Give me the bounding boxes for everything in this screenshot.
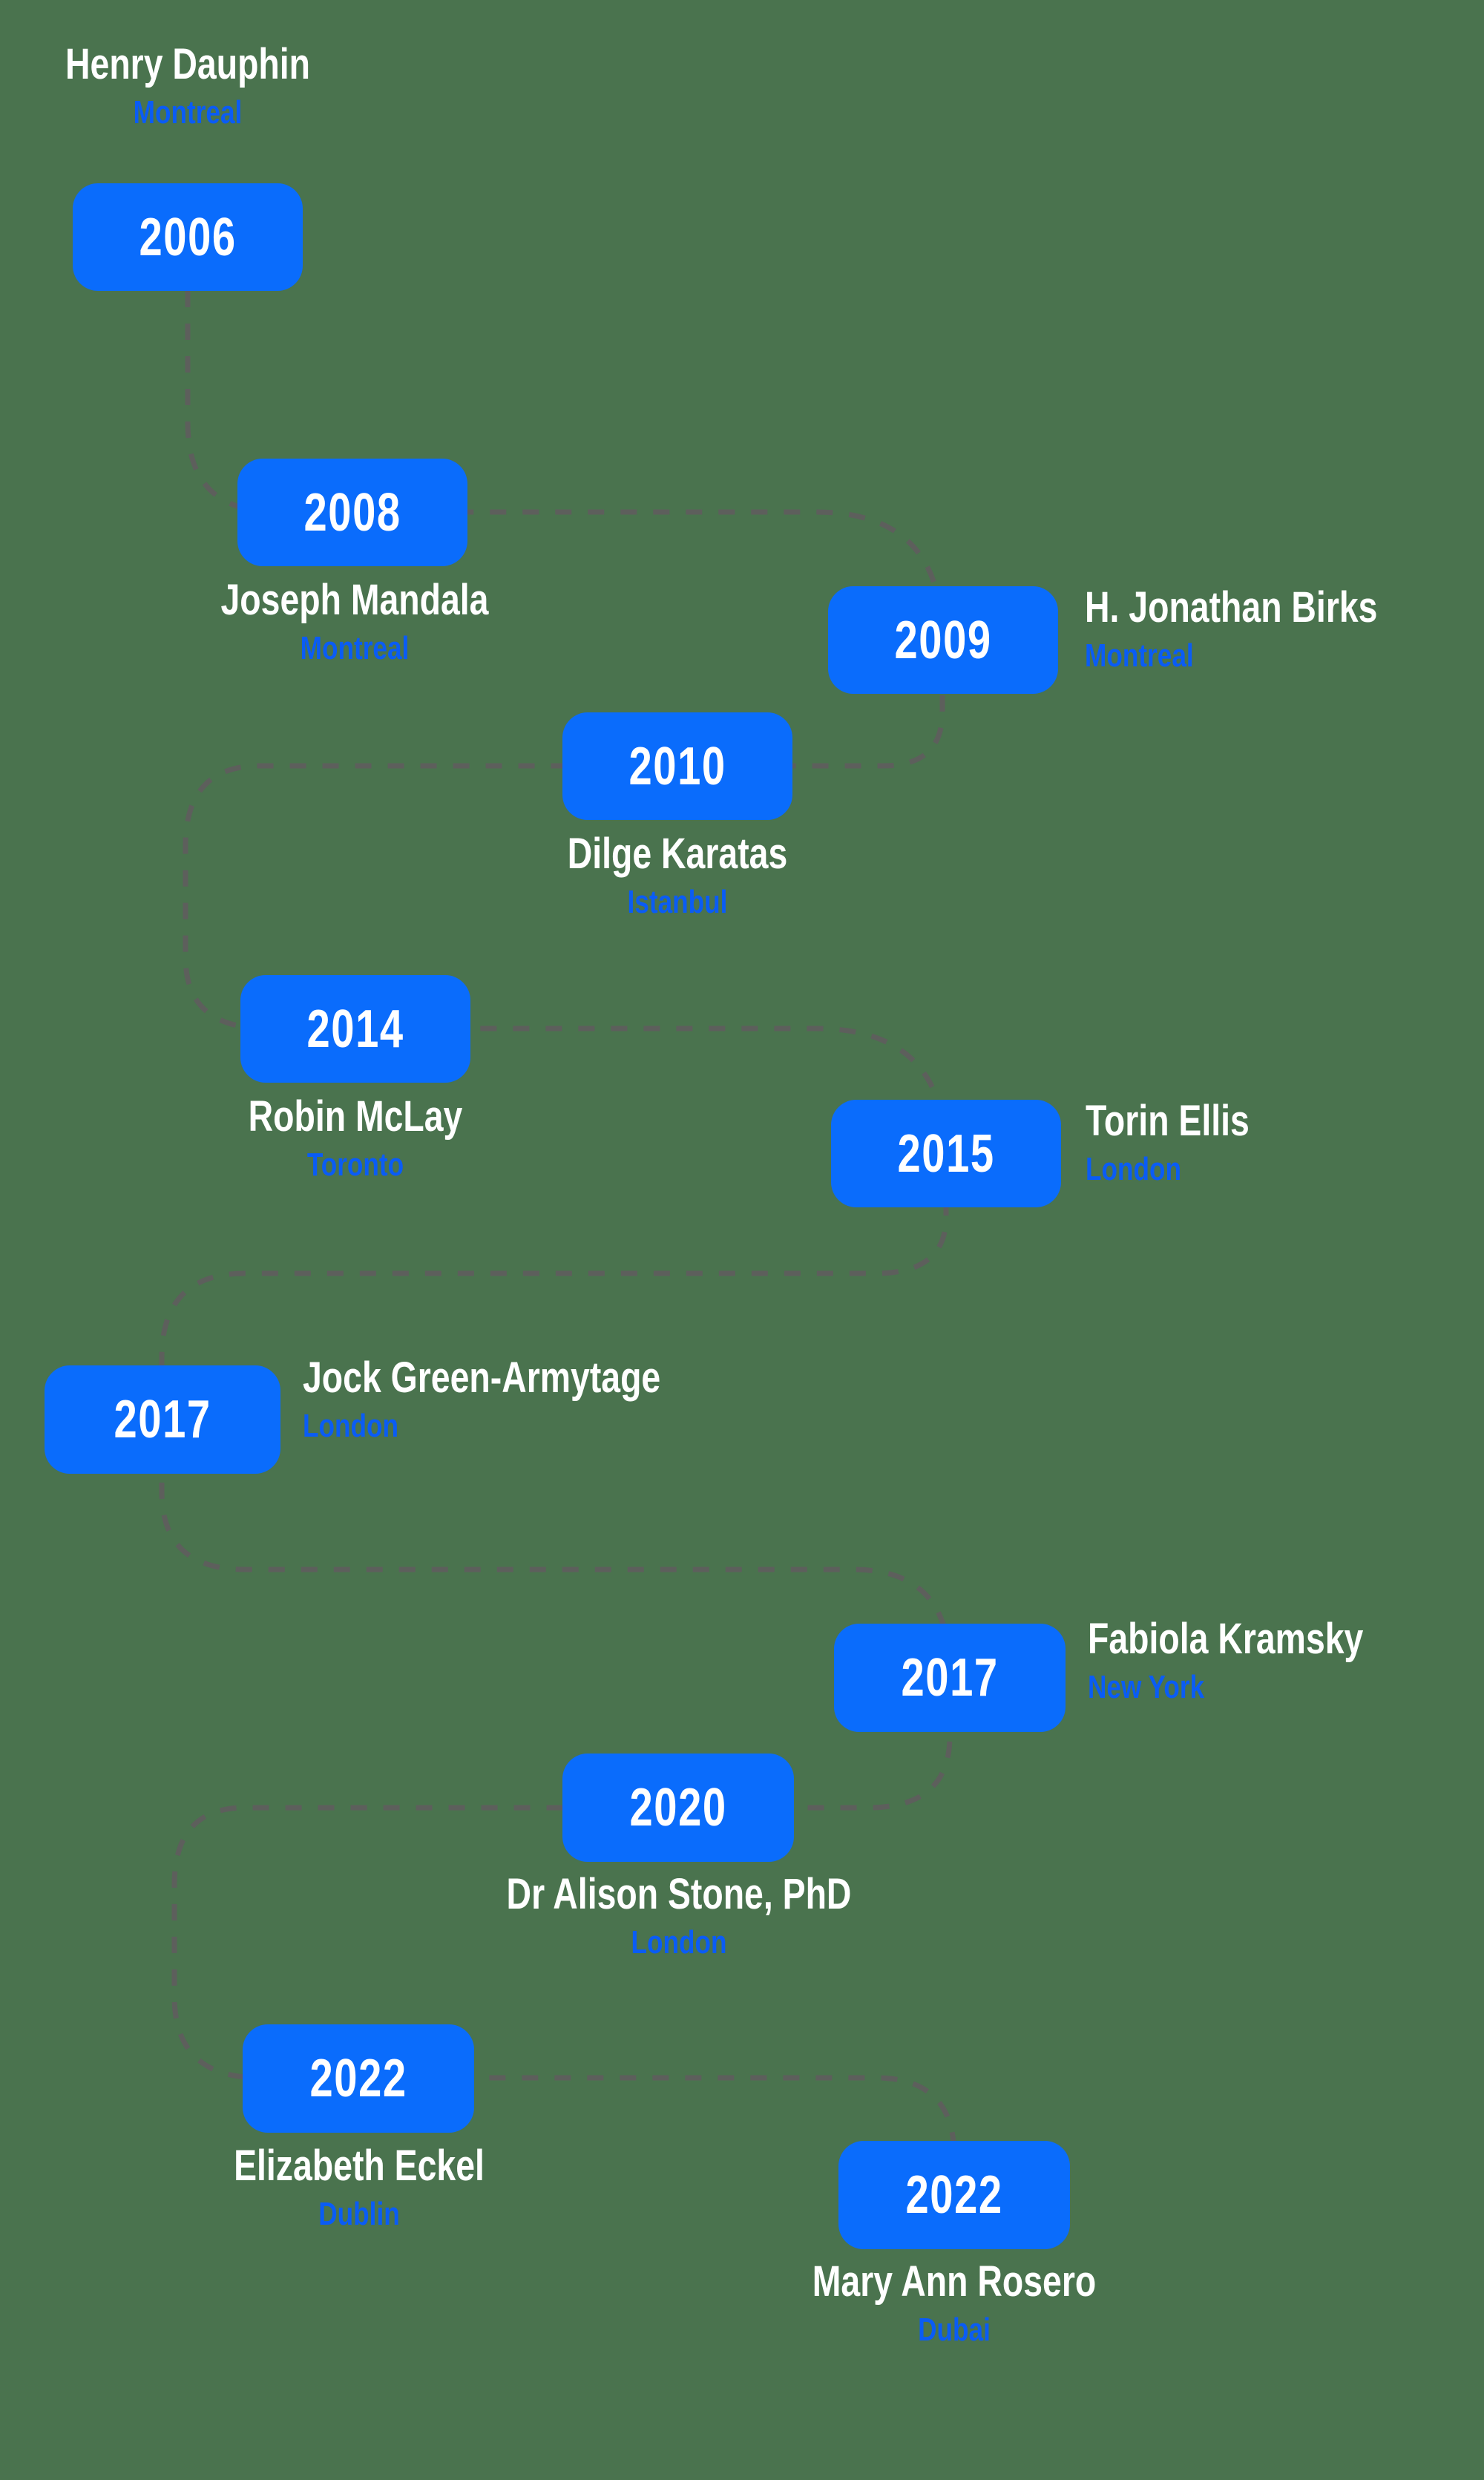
- year-label: 2020: [629, 1778, 727, 1837]
- year-label: 2014: [306, 999, 404, 1059]
- person-name: Dr Alison Stone, PhD: [506, 1870, 852, 1918]
- year-badge-box: 2009: [828, 586, 1058, 694]
- person-city: Toronto: [306, 1146, 404, 1183]
- year-badge-box: 2015: [831, 1100, 1061, 1207]
- person-city: London: [631, 1924, 727, 1961]
- year-badge-2009-2[interactable]: 2009: [828, 586, 1058, 694]
- year-badge-2015-5[interactable]: 2015: [831, 1100, 1061, 1207]
- person-city: New York: [1088, 1669, 1205, 1705]
- year-badge-box: 2022: [838, 2141, 1070, 2249]
- person-name: Mary Ann Rosero: [812, 2257, 1097, 2306]
- person-city: Dubai: [918, 2312, 991, 2348]
- person-name: Torin Ellis: [1086, 1097, 1250, 1145]
- year-label: 2006: [139, 207, 237, 267]
- year-badge-box: 2022: [243, 2024, 474, 2133]
- year-badge-box: 2014: [240, 975, 470, 1083]
- person-name: Jock Green-Armytage: [303, 1354, 661, 1402]
- year-label: 2010: [628, 736, 726, 796]
- year-badge-2008-1[interactable]: 2008: [237, 459, 467, 566]
- person-name: Dilge Karatas: [567, 830, 788, 878]
- year-badge-2006-0[interactable]: 2006: [73, 183, 303, 291]
- year-label: 2022: [905, 2165, 1003, 2225]
- person-name: Fabiola Kramsky: [1088, 1615, 1364, 1663]
- person-city: London: [1086, 1151, 1182, 1187]
- year-label: 2009: [894, 610, 992, 670]
- person-city: London: [303, 1408, 399, 1444]
- person-name: Joseph Mandala: [220, 576, 489, 624]
- person-name: H. Jonathan Birks: [1085, 583, 1378, 632]
- year-badge-2022-10[interactable]: 2022: [838, 2141, 1070, 2249]
- year-label: 2022: [309, 2049, 407, 2108]
- person-name: Elizabeth Eckel: [234, 2142, 485, 2190]
- person-city: Montreal: [300, 630, 410, 666]
- person-city: Dublin: [318, 2196, 400, 2232]
- year-badge-2010-3[interactable]: 2010: [562, 712, 792, 820]
- year-badge-2014-4[interactable]: 2014: [240, 975, 470, 1083]
- year-badge-2017-7[interactable]: 2017: [834, 1624, 1066, 1732]
- year-badge-box: 2017: [834, 1624, 1066, 1732]
- year-label: 2015: [897, 1123, 995, 1184]
- year-label: 2017: [114, 1390, 211, 1449]
- year-label: 2017: [901, 1648, 999, 1708]
- year-badge-2020-8[interactable]: 2020: [562, 1754, 794, 1862]
- person-city: Istanbul: [627, 884, 728, 920]
- year-badge-box: 2006: [73, 183, 303, 291]
- person-city: Montreal: [133, 94, 243, 131]
- year-badge-box: 2010: [562, 712, 792, 820]
- year-badge-box: 2020: [562, 1754, 794, 1862]
- person-label-8: Dr Alison Stone, PhD London: [463, 1873, 894, 1959]
- year-badge-2022-9[interactable]: 2022: [243, 2024, 474, 2133]
- person-city: Montreal: [1085, 637, 1194, 674]
- person-name: Robin McLay: [248, 1092, 463, 1141]
- year-badge-box: 2008: [237, 459, 467, 566]
- year-label: 2008: [303, 482, 401, 542]
- year-badge-box: 2017: [45, 1365, 280, 1474]
- year-badge-2017-6[interactable]: 2017: [45, 1365, 280, 1474]
- person-name: Henry Dauphin: [65, 40, 310, 88]
